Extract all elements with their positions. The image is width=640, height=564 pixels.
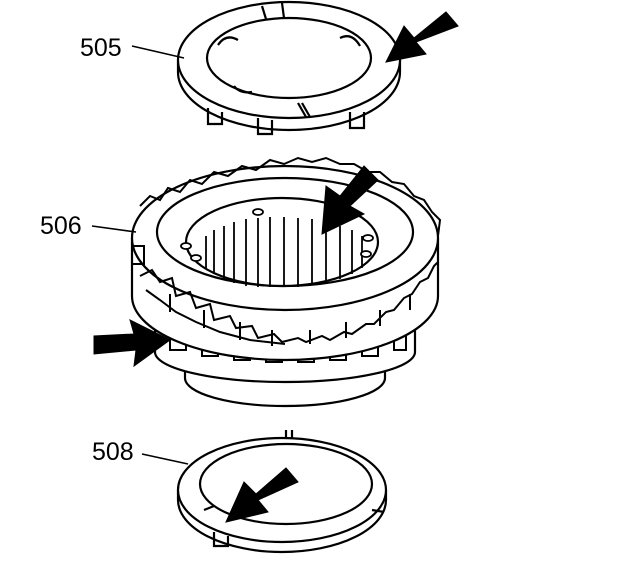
leader-508 [141,453,189,465]
synchronizer-assembly-506 [130,156,442,408]
arrow-top-right [385,11,459,63]
leader-506 [91,225,137,233]
callout-508: 508 [92,438,134,466]
washer-508 [176,430,388,554]
callout-505: 505 [80,34,122,62]
gear-teeth-outline [139,156,442,237]
washer-505 [176,0,402,136]
arrow-center [321,165,379,235]
leader-505 [131,45,185,59]
arrow-bottom [225,467,299,523]
side-teeth [132,245,439,346]
leader-lines [91,45,189,465]
callout-506: 506 [40,212,82,240]
internal-splines [205,217,363,287]
detent-holes [180,208,374,262]
arrow-left [93,319,171,368]
